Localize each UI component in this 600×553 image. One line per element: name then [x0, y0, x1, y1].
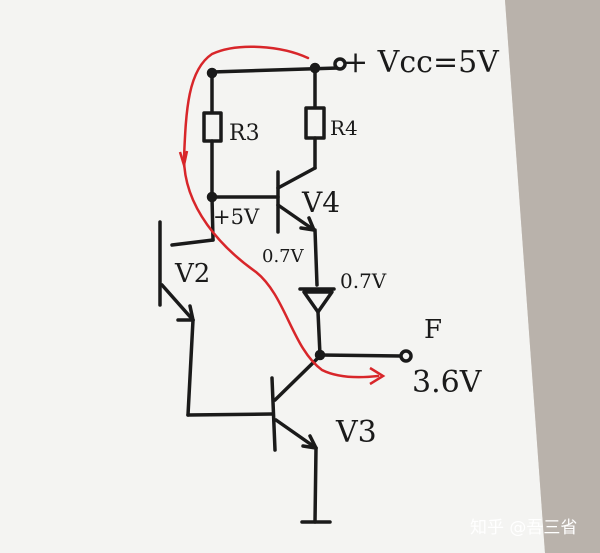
v3-base-bar — [270, 376, 277, 452]
v2-emitter-wire — [186, 318, 195, 417]
v4-emitter — [276, 203, 316, 232]
current-path-arrow — [182, 45, 380, 379]
paper-shadow — [505, 0, 600, 553]
v2-emitter — [160, 283, 195, 322]
watermark-text: 知乎 @吾三省 — [470, 518, 577, 538]
output-node-label: F — [424, 315, 442, 345]
v4-label: V4 — [301, 186, 340, 219]
supply-label: + Vcc=5V — [343, 45, 500, 80]
diode-triangle — [302, 290, 334, 314]
v2-collector — [170, 238, 215, 247]
resistor-r4 — [304, 106, 326, 140]
v4-base-voltage-label: +5V — [213, 205, 260, 229]
resistor-r3 — [202, 111, 223, 143]
r4-label: R4 — [330, 116, 358, 140]
diode-to-output-wire — [316, 310, 322, 357]
output-wire — [318, 353, 403, 358]
v3-base-wire — [186, 412, 274, 417]
output-voltage-label: 3.6V — [412, 365, 483, 400]
diode-voltage-label: 0.7V — [340, 269, 387, 293]
v4-collector — [276, 166, 317, 190]
current-arrowhead-right — [369, 366, 386, 386]
supply-terminal — [333, 57, 347, 71]
output-terminal — [399, 349, 413, 363]
paper-sheet — [0, 0, 545, 553]
v3-collector — [273, 354, 322, 402]
v4-emitter-wire — [313, 228, 319, 287]
r3-label: R3 — [229, 121, 260, 146]
current-arrowhead-down — [178, 150, 189, 170]
vbe-v4-label: 0.7V — [262, 246, 305, 267]
v3-emitter — [274, 418, 318, 450]
v2-label: V2 — [174, 259, 210, 289]
ground-wire — [313, 446, 318, 524]
v3-label: V3 — [335, 415, 377, 450]
